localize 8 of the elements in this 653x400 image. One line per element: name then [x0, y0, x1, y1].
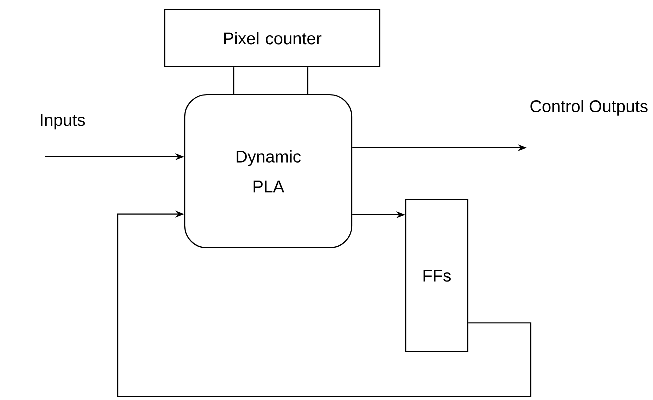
edge-label: Inputs	[41, 114, 86, 130]
connector-line	[233, 68, 235, 94]
arrow	[117, 210, 532, 398]
pla-box: Dynamic PLA	[184, 94, 353, 249]
block-box: Pixel counter	[164, 9, 381, 68]
block-box: FFs	[405, 199, 469, 353]
connector-line	[307, 68, 309, 94]
edge-label: Control Outputs	[530, 100, 648, 116]
